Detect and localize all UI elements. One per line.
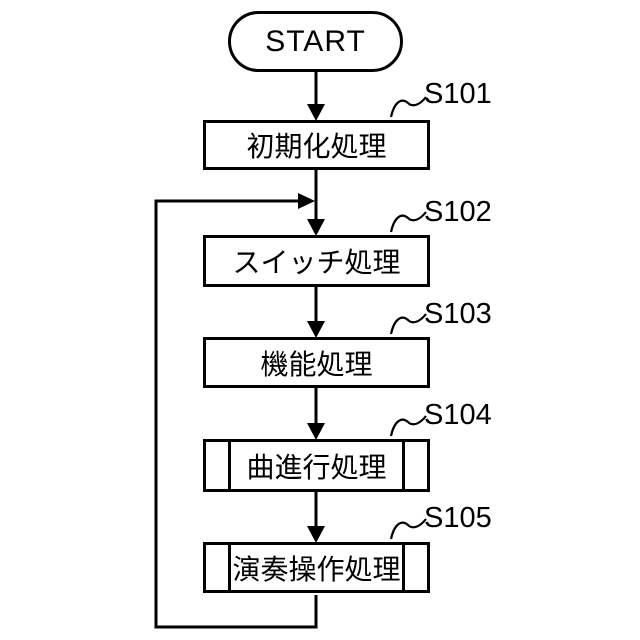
- predefined-right-bar-s105: [402, 545, 405, 590]
- arrowhead-loop-merge: [298, 193, 315, 209]
- reference-squiggle-s105: [389, 518, 427, 540]
- predefined-process-box-s104: 曲進行処理: [203, 439, 430, 492]
- step-id-s101: S101: [424, 78, 492, 110]
- predefined-left-bar-s105: [228, 545, 231, 590]
- step-id-s104: S104: [424, 399, 492, 431]
- arrowhead-s103-to-s104: [307, 423, 325, 440]
- step-id-s105: S105: [424, 502, 492, 534]
- reference-squiggle-s102: [389, 211, 427, 233]
- loop-back-line: [154, 199, 318, 629]
- step-id-s102: S102: [424, 196, 492, 228]
- arrowhead-s101-to-s102: [307, 219, 325, 236]
- process-label-s103: 機能処理: [260, 348, 373, 380]
- arrowhead-s102-to-s103: [307, 321, 325, 338]
- process-label-s102: スイッチ処理: [232, 247, 401, 278]
- predefined-right-bar-s104: [402, 442, 405, 489]
- process-label-s104: 曲進行処理: [246, 451, 387, 483]
- arrowhead-start-to-s101: [307, 104, 325, 121]
- predefined-process-box-s105: 演奏操作処理: [203, 542, 430, 593]
- process-box-s102: スイッチ処理: [203, 235, 430, 287]
- reference-squiggle-s101: [389, 96, 427, 118]
- start-terminator: START: [228, 11, 403, 72]
- step-id-s103: S103: [424, 298, 492, 330]
- reference-squiggle-s103: [389, 313, 427, 335]
- process-label-s101: 初期化処理: [246, 131, 387, 162]
- arrowhead-s104-to-s105: [307, 526, 325, 543]
- start-label: START: [265, 24, 366, 58]
- reference-squiggle-s104: [389, 415, 427, 437]
- process-label-s105: 演奏操作処理: [232, 553, 401, 585]
- predefined-left-bar-s104: [228, 442, 231, 489]
- process-box-s103: 機能処理: [203, 337, 430, 388]
- process-box-s101: 初期化処理: [203, 120, 430, 170]
